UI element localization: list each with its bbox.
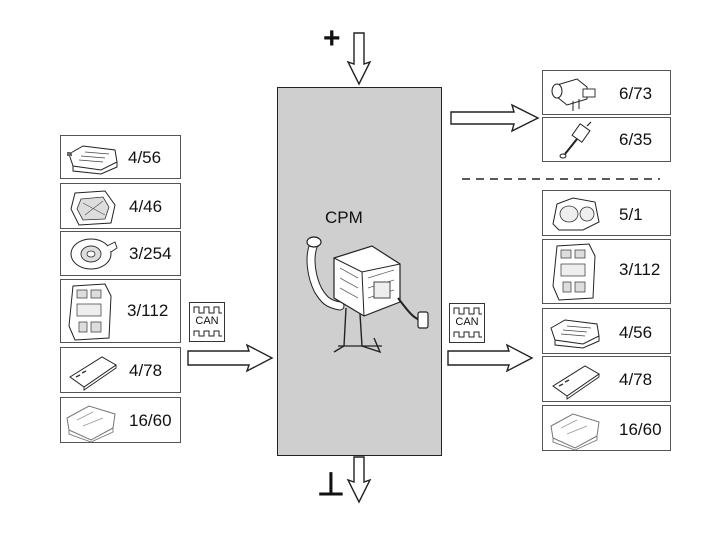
input-component-3-112: 3/112 — [60, 279, 181, 343]
module-connector-icon — [70, 190, 116, 226]
relay-module-icon — [68, 283, 112, 341]
can-bus-badge-right: CAN — [449, 303, 485, 343]
input-label: 4/78 — [129, 361, 163, 380]
card-module-icon — [69, 356, 117, 391]
output-component-4-56: 4/56 — [542, 308, 671, 354]
output-component-4-78: 4/78 — [542, 356, 671, 402]
sensor-ring-icon — [70, 238, 118, 270]
relay-module-icon — [552, 243, 596, 301]
plus-symbol: + — [323, 22, 341, 55]
instrument-cluster-icon — [552, 197, 600, 231]
cpm-label: CPM — [325, 208, 363, 227]
output-label: 6/35 — [619, 130, 653, 149]
input-label: 3/112 — [127, 301, 169, 320]
input-label: 4/46 — [129, 197, 163, 216]
card-module-icon — [552, 365, 600, 400]
input-component-3-254: 3/254 — [60, 231, 181, 276]
output-label: 6/73 — [619, 84, 653, 103]
ground-symbol: ⊥ — [317, 466, 345, 502]
input-component-4-56: 4/56 — [60, 135, 181, 179]
output-label: 4/78 — [619, 370, 653, 389]
enclosure-module-icon — [550, 413, 600, 451]
output-component-5-1: 5/1 — [542, 190, 671, 236]
control-module-icon — [550, 319, 600, 349]
power-in-arrow-icon — [346, 32, 372, 86]
upper-output-arrow-icon — [450, 103, 540, 133]
can-bus-badge-left: CAN — [189, 302, 225, 342]
lower-output-arrow-icon — [447, 343, 534, 373]
output-label: 3/112 — [619, 260, 661, 279]
ground-arrow-icon — [346, 456, 372, 504]
heater-unit-icon — [306, 236, 429, 354]
separator-line — [462, 178, 660, 180]
output-label: 4/56 — [619, 323, 653, 342]
fuel-pump-icon — [559, 121, 592, 159]
pump-valve-icon — [551, 78, 596, 111]
can-label: CAN — [455, 316, 479, 328]
control-module-icon — [67, 145, 118, 175]
output-component-16-60: 16/60 — [542, 405, 671, 451]
can-label: CAN — [195, 315, 219, 327]
output-component-6-35: 6/35 — [542, 117, 671, 162]
enclosure-module-icon — [66, 405, 116, 443]
input-component-4-46: 4/46 — [60, 183, 181, 229]
output-label: 16/60 — [619, 420, 662, 439]
output-component-6-73: 6/73 — [542, 70, 671, 115]
input-arrow-icon — [187, 343, 274, 373]
input-label: 16/60 — [129, 411, 172, 430]
input-component-16-60: 16/60 — [60, 397, 181, 443]
input-label: 4/56 — [128, 148, 162, 167]
input-component-4-78: 4/78 — [60, 347, 181, 393]
output-component-3-112: 3/112 — [542, 239, 671, 304]
output-label: 5/1 — [619, 205, 643, 224]
cpm-block — [277, 87, 442, 456]
input-label: 3/254 — [129, 244, 172, 263]
